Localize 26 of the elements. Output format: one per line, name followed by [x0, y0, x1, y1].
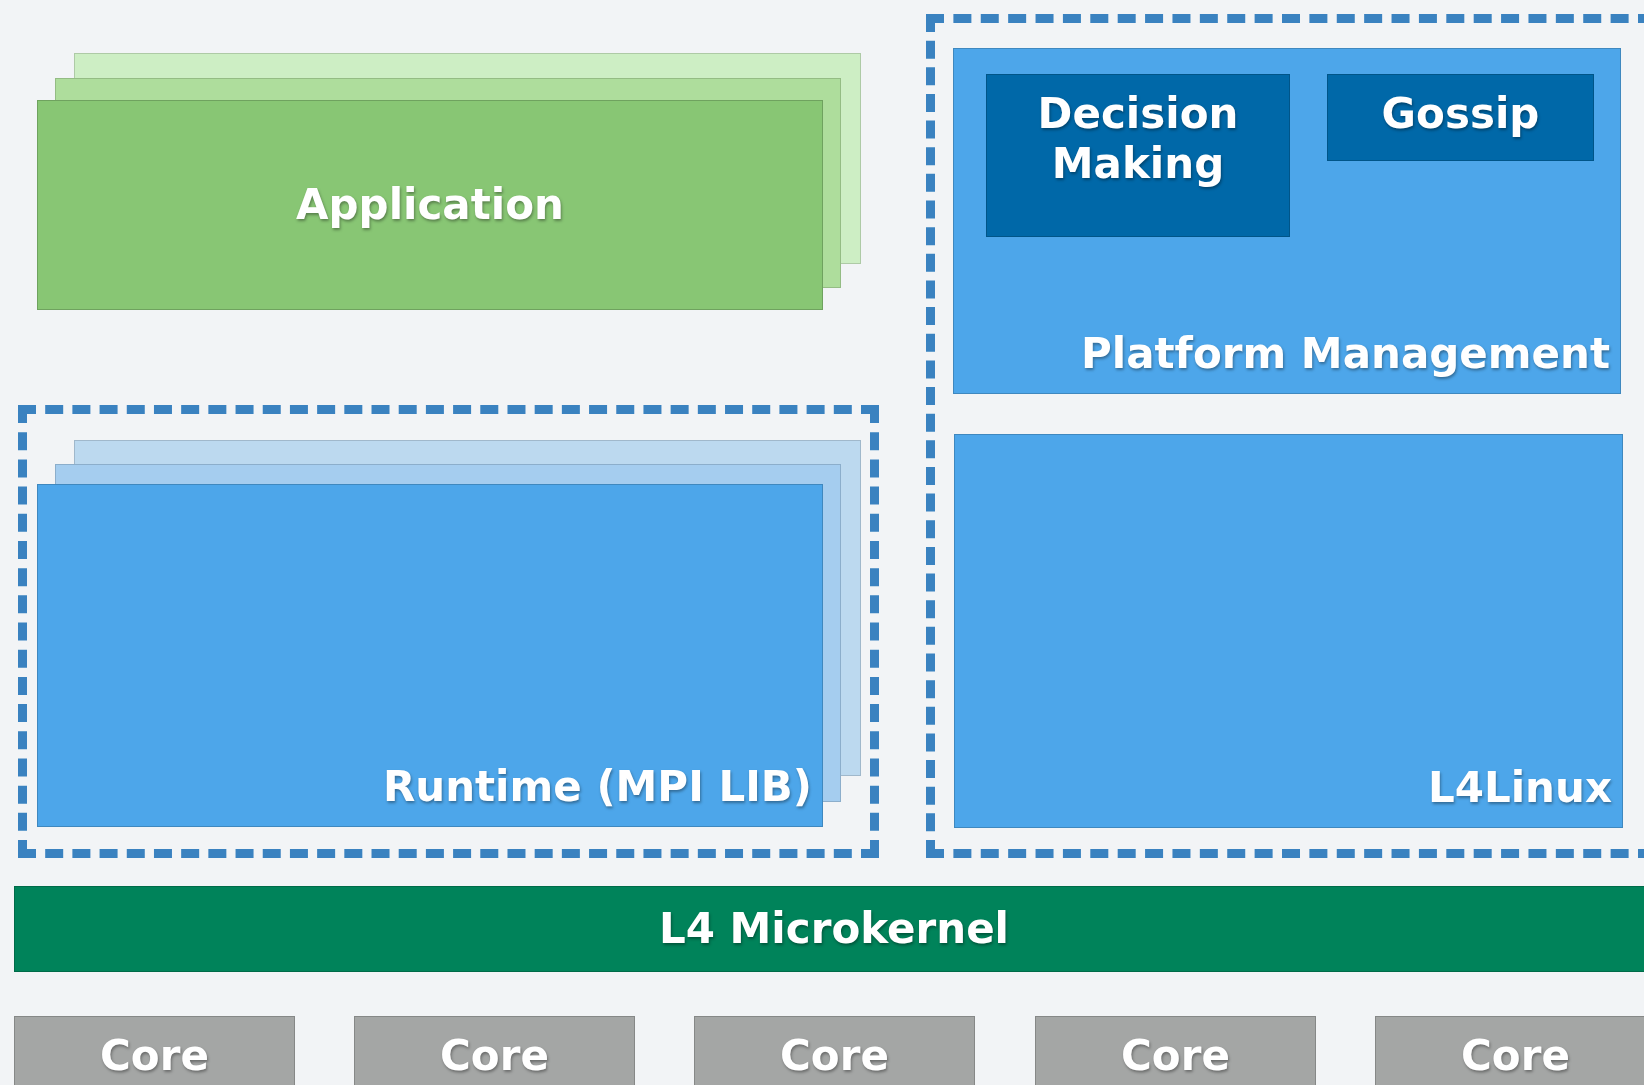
module-box [1327, 74, 1594, 161]
core-box [14, 1016, 295, 1085]
core-box [694, 1016, 975, 1085]
application-box [37, 100, 823, 310]
node-label: Core [780, 1031, 889, 1082]
l4linux-box [954, 434, 1623, 828]
dashed-group-frame [926, 14, 1644, 858]
node-label: Core [100, 1031, 209, 1082]
platform-box [953, 48, 1621, 394]
node-label: Core [1461, 1031, 1570, 1082]
core-box [354, 1016, 635, 1085]
runtime-box [37, 484, 823, 827]
dashed-group-frame [18, 405, 879, 858]
node-label: Platform Management [1081, 328, 1610, 379]
node-label: L4Linux [1427, 762, 1612, 813]
node-label: Decision Making [1036, 89, 1240, 190]
core-box [1035, 1016, 1316, 1085]
node-label: Gossip [1381, 89, 1540, 140]
node-label: Application [296, 179, 564, 231]
node-label: L4 Microkernel [658, 903, 1010, 955]
node-label: Runtime (MPI LIB) [382, 761, 812, 812]
node-label: Core [1121, 1031, 1230, 1082]
core-box [1375, 1016, 1644, 1085]
microkernel-bar [14, 886, 1644, 972]
module-box [986, 74, 1290, 237]
node-label: Core [440, 1031, 549, 1082]
